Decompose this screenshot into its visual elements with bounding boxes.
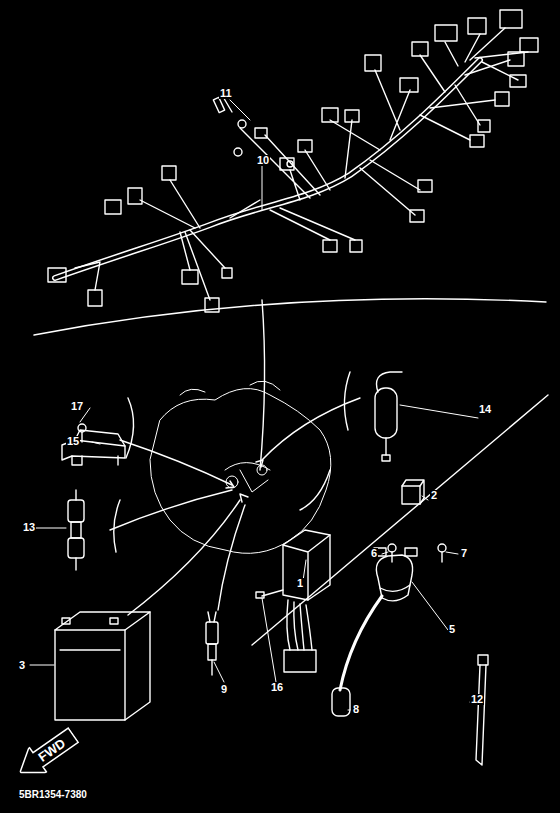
relay-bracket — [62, 424, 125, 465]
callout-number: 2 — [430, 490, 438, 501]
screw — [388, 544, 446, 562]
callout-number: 3 — [18, 660, 26, 671]
callout-number: 13 — [22, 522, 36, 533]
callout-number: 8 — [352, 704, 360, 715]
tie-band — [476, 655, 488, 765]
divider-line — [260, 300, 265, 470]
location-arrows — [110, 372, 360, 615]
relay — [402, 480, 424, 504]
direction-arrow: FWD — [11, 722, 83, 785]
callout-number: 10 — [256, 155, 270, 166]
callout-number: 16 — [270, 682, 284, 693]
motorcycle-outline — [150, 381, 331, 553]
cdi-unit — [256, 530, 330, 672]
callout-number: 11 — [219, 88, 233, 99]
fuse-holder — [68, 490, 84, 570]
ignition-coil — [332, 548, 417, 716]
callout-number: 15 — [66, 436, 80, 447]
callout-number: 7 — [460, 548, 468, 559]
callout-number: 5 — [448, 624, 456, 635]
divider-curve — [252, 395, 548, 645]
callout-number: 17 — [70, 401, 84, 412]
divider-curve — [34, 299, 546, 335]
arrow-shape — [11, 722, 82, 785]
callout-number: 1 — [296, 578, 304, 589]
wire-harness — [48, 10, 538, 312]
callout-number: 12 — [470, 694, 484, 705]
grip-sensor — [375, 372, 402, 461]
callout-number: 9 — [220, 684, 228, 695]
leader-lines — [30, 100, 482, 710]
callout-number: 14 — [478, 404, 492, 415]
battery — [55, 612, 150, 720]
callout-number: 6 — [370, 548, 378, 559]
part-code: 5BR1354-7380 — [18, 790, 88, 800]
